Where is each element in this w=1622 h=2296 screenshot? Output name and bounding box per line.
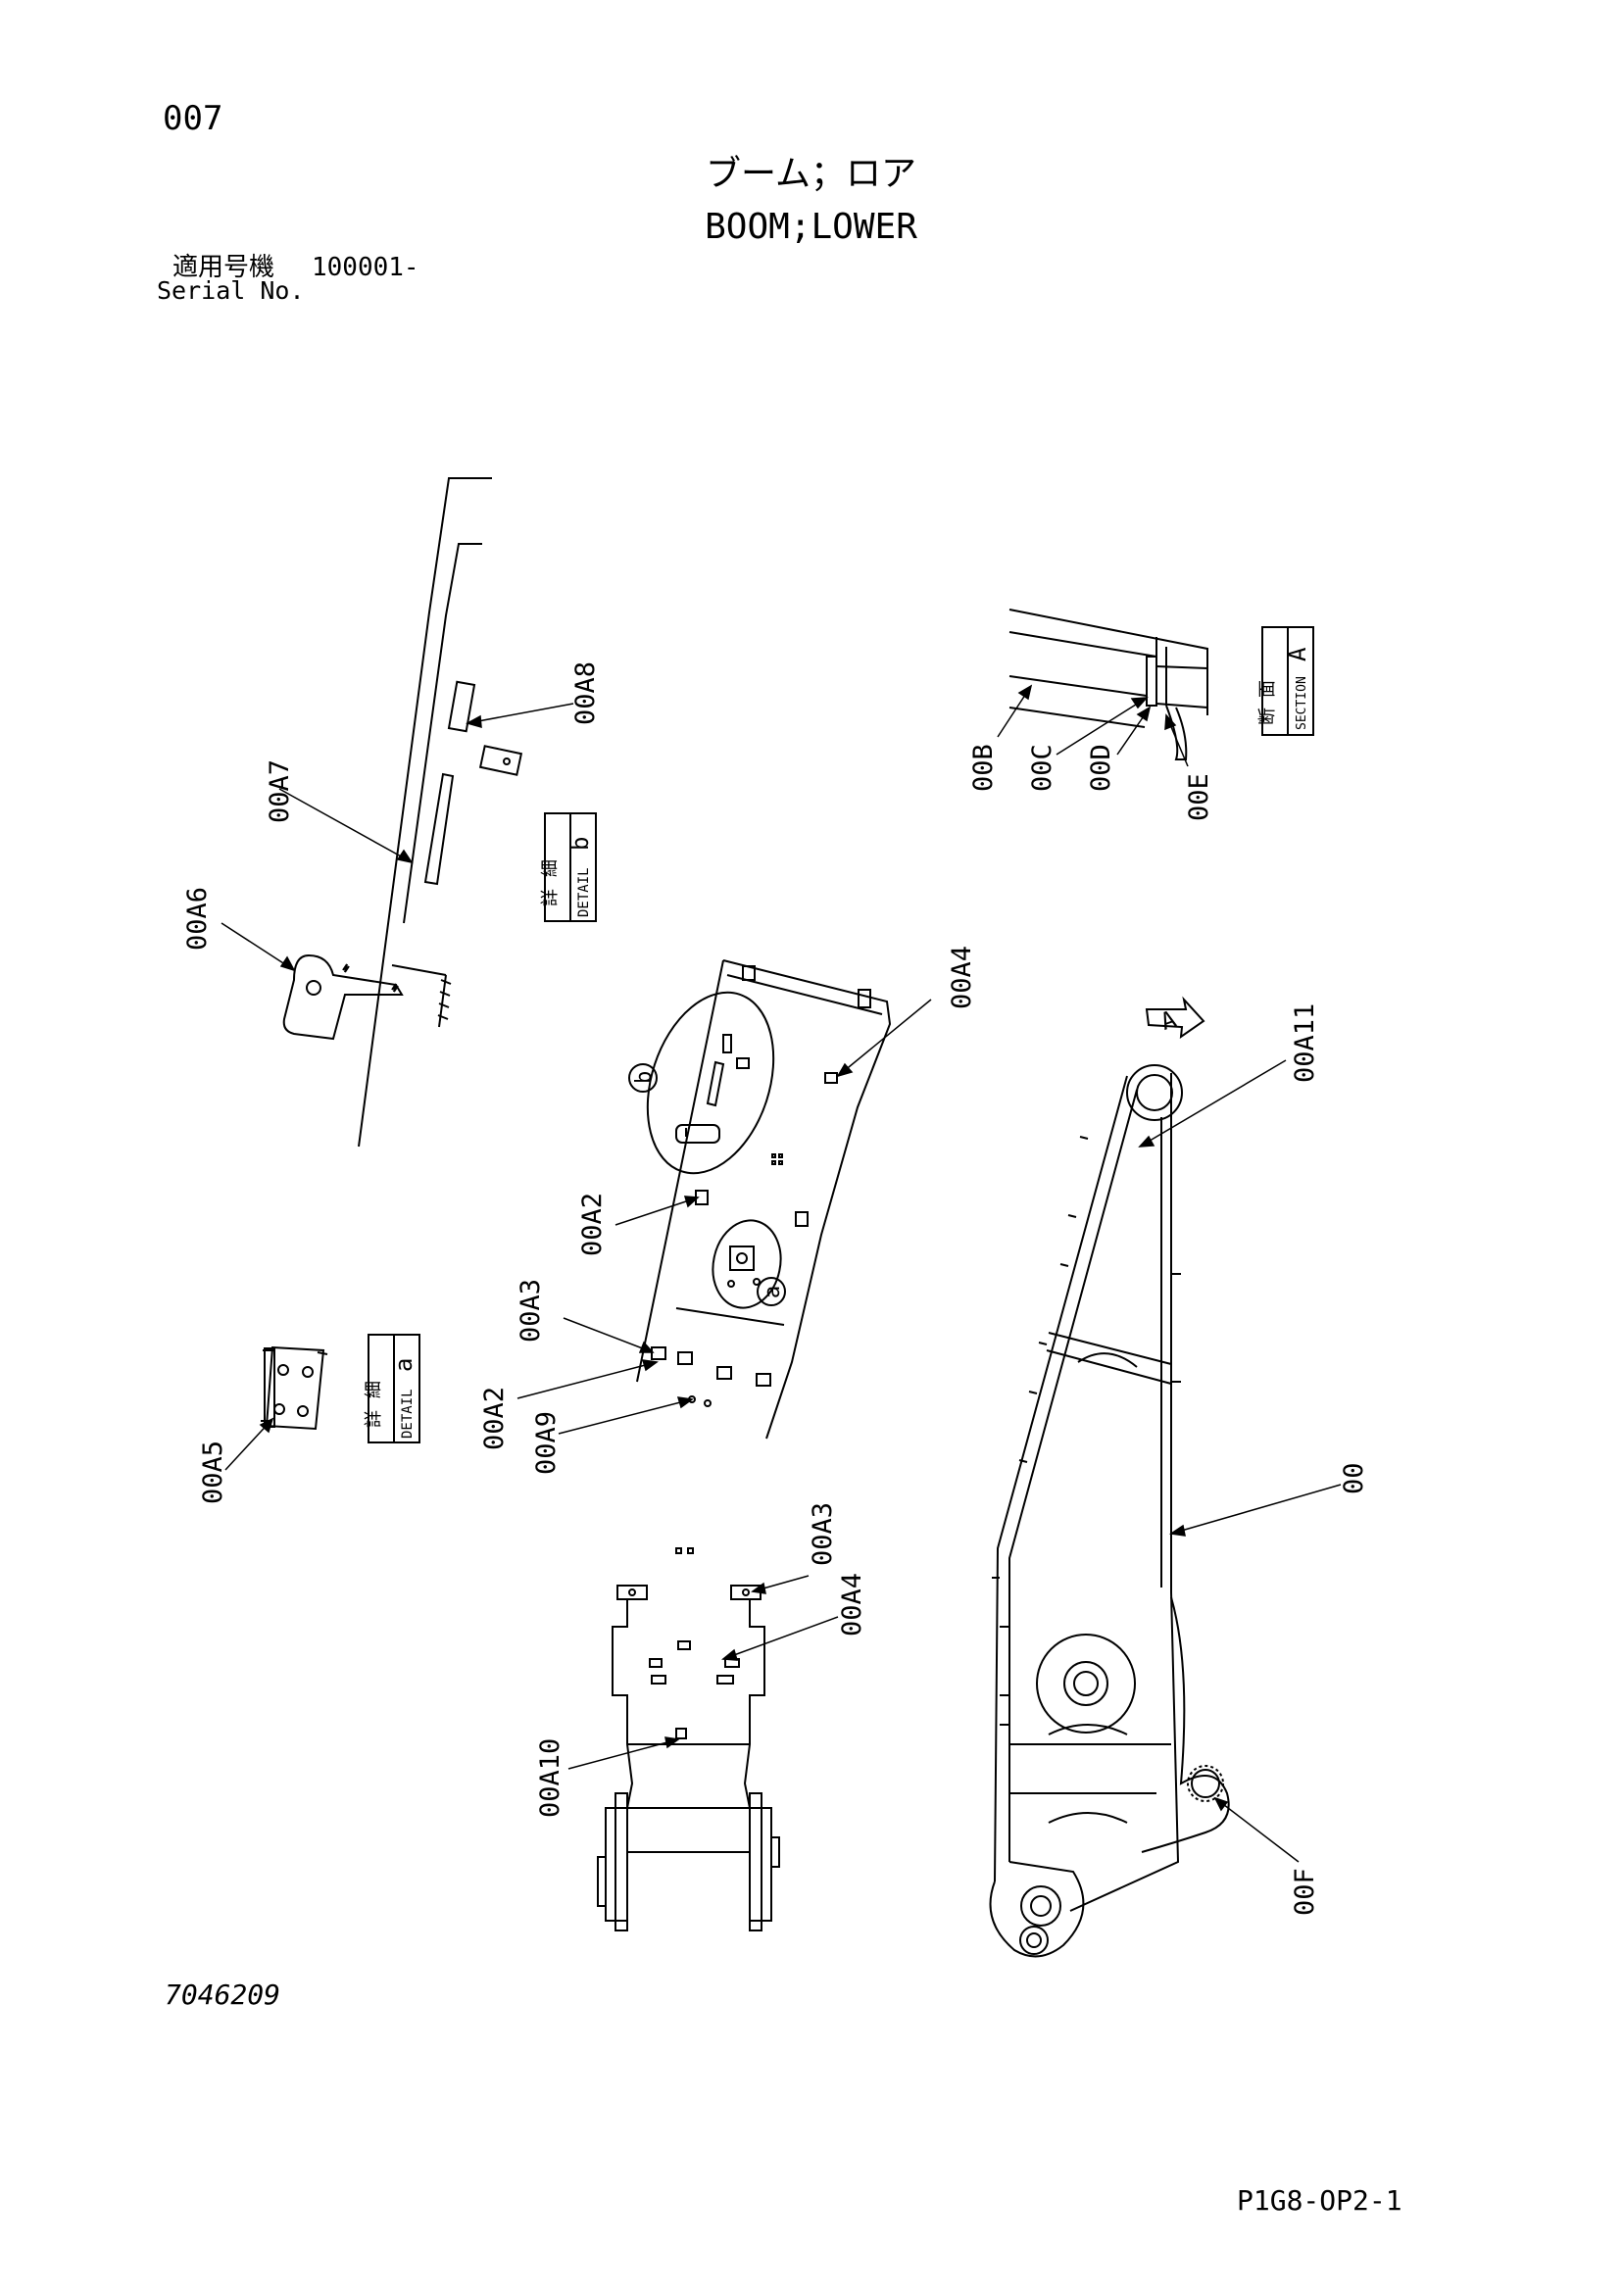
- view-arrow-a: A: [1145, 996, 1205, 1040]
- svg-text:b: b: [566, 837, 594, 851]
- callout-labels: 00A8 00A7 00A6 00A4 00A2 00A3 00A2 00A9 …: [182, 661, 1369, 1916]
- leader-lines-foot-plate: [567, 1575, 839, 1770]
- svg-text:細: 細: [364, 1381, 384, 1398]
- callout-00F: 00F: [1290, 1868, 1320, 1916]
- marker-a: a: [757, 1277, 786, 1306]
- detail-box-a: 詳 細 DETAIL a: [364, 1334, 420, 1443]
- svg-text:詳: 詳: [540, 889, 561, 906]
- leader-lines-top-plate: [516, 999, 932, 1435]
- callout-00A2-upper: 00A2: [577, 1193, 608, 1256]
- callout-00A4-lower: 00A4: [837, 1573, 867, 1637]
- callout-00D: 00D: [1086, 744, 1116, 792]
- boom-foot-plate-drawing: [597, 1547, 780, 1931]
- callout-00A4-top: 00A4: [947, 946, 977, 1009]
- detail-a-drawing: [261, 1345, 328, 1431]
- svg-text:SECTION: SECTION: [1295, 676, 1309, 730]
- leader-lines-detail-b: [221, 703, 574, 972]
- svg-text:b: b: [632, 1071, 657, 1084]
- callout-00C: 00C: [1027, 744, 1057, 792]
- marker-b: b: [628, 1063, 658, 1093]
- svg-text:断: 断: [1257, 708, 1278, 725]
- boom-top-plate-drawing: [636, 959, 892, 1440]
- section-a-drawing: [1008, 609, 1208, 760]
- serial-label-japanese: 適用号機: [172, 253, 275, 282]
- svg-text:DETAIL: DETAIL: [400, 1389, 416, 1439]
- callout-00A6: 00A6: [182, 887, 213, 951]
- callout-00: 00: [1339, 1462, 1369, 1494]
- callout-00B: 00B: [968, 744, 999, 792]
- callout-00A9: 00A9: [531, 1411, 562, 1475]
- sheet-id: P1G8-OP2-1: [1237, 2184, 1402, 2217]
- callout-00A8: 00A8: [570, 661, 601, 725]
- boom-main-drawing: [989, 1064, 1230, 1958]
- svg-text:A: A: [1284, 647, 1311, 661]
- title-japanese: ブーム；ロア: [706, 154, 916, 194]
- svg-text:面: 面: [1257, 680, 1278, 698]
- callout-00A5: 00A5: [198, 1441, 228, 1504]
- page-number: 007: [163, 99, 223, 138]
- section-box-a: 断 面 SECTION A: [1257, 626, 1314, 736]
- leader-lines-section-a: [997, 684, 1189, 767]
- callout-00A11: 00A11: [1290, 1003, 1320, 1083]
- title-english: BOOM;LOWER: [705, 207, 917, 247]
- callout-00A3-upper: 00A3: [516, 1279, 546, 1343]
- leader-lines-detail-a: [224, 1417, 274, 1471]
- callout-00A2-lower: 00A2: [479, 1387, 510, 1450]
- callout-00A3-lower: 00A3: [808, 1502, 838, 1566]
- callout-00A10: 00A10: [535, 1738, 565, 1818]
- svg-text:詳: 詳: [364, 1410, 384, 1428]
- svg-text:a: a: [390, 1358, 418, 1372]
- callout-00E: 00E: [1184, 773, 1214, 821]
- drawing-number: 7046209: [165, 1978, 281, 2011]
- detail-b-drawing: [282, 477, 523, 1148]
- callout-00A7: 00A7: [265, 759, 295, 823]
- detail-box-b: 詳 細 DETAIL b: [540, 812, 597, 922]
- svg-text:細: 細: [540, 859, 561, 877]
- leader-lines-boom-main: [1138, 1059, 1342, 1863]
- serial-value: 100001-: [312, 253, 419, 282]
- svg-text:DETAIL: DETAIL: [576, 867, 592, 917]
- serial-label-english: Serial No.: [157, 276, 305, 305]
- svg-text:a: a: [761, 1286, 785, 1298]
